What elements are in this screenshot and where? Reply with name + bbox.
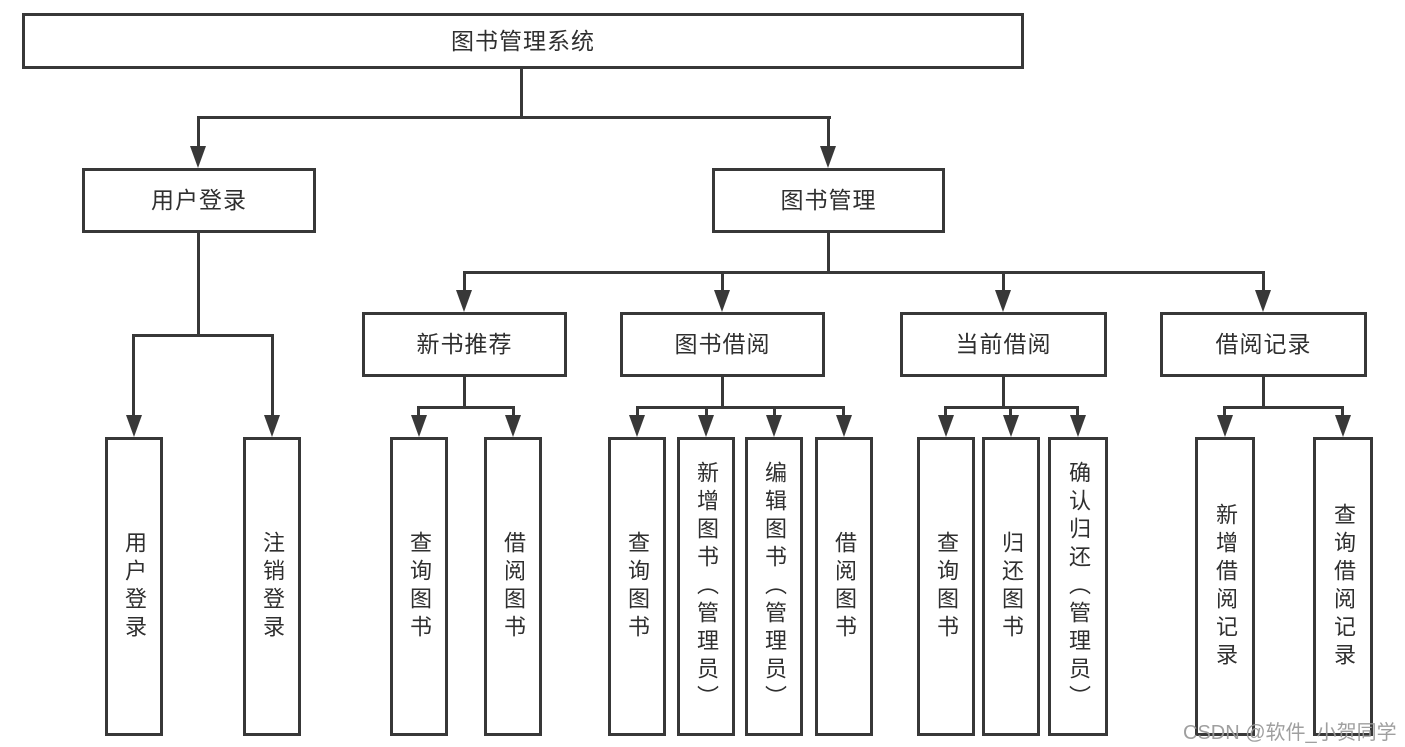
node-new-book-recommend: 新书推荐 <box>362 312 567 377</box>
connector-line <box>944 406 947 420</box>
connector-line <box>705 406 708 420</box>
leaf-confirm-return-admin: 确认归还（管理员） <box>1048 437 1108 736</box>
leaf-add-book-admin: 新增图书（管理员） <box>677 437 735 736</box>
connector-line <box>463 377 466 408</box>
leaf-edit-book-admin: 编辑图书（管理员） <box>745 437 803 736</box>
connector-line <box>636 406 845 409</box>
arrow-down-icon <box>190 146 206 168</box>
leaf-query-book-current: 查询图书 <box>917 437 975 736</box>
connector-line <box>721 377 724 408</box>
leaf-return-book: 归还图书 <box>982 437 1040 736</box>
leaf-borrow-book-recommend: 借阅图书 <box>484 437 542 736</box>
connector-line <box>721 271 724 293</box>
connector-line <box>512 406 515 420</box>
connector-line <box>842 406 845 420</box>
node-book-borrowing: 图书借阅 <box>620 312 825 377</box>
arrow-down-icon <box>1255 290 1271 312</box>
connector-line <box>827 116 830 152</box>
node-root: 图书管理系统 <box>22 13 1024 69</box>
connector-line <box>197 233 200 336</box>
leaf-borrow-book: 借阅图书 <box>815 437 873 736</box>
connector-line <box>417 406 515 409</box>
node-borrowing-records: 借阅记录 <box>1160 312 1367 377</box>
connector-line <box>132 334 274 337</box>
connector-line <box>1009 406 1012 420</box>
arrow-down-icon <box>456 290 472 312</box>
leaf-logout: 注销登录 <box>243 437 301 736</box>
connector-line <box>520 69 523 118</box>
arrow-down-icon <box>938 415 954 437</box>
arrow-down-icon <box>836 415 852 437</box>
connector-line <box>1223 406 1343 409</box>
arrow-down-icon <box>1070 415 1086 437</box>
connector-line <box>132 334 135 419</box>
connector-line <box>1002 377 1005 408</box>
arrow-down-icon <box>629 415 645 437</box>
leaf-query-borrow-record: 查询借阅记录 <box>1313 437 1373 736</box>
arrow-down-icon <box>820 146 836 168</box>
arrow-down-icon <box>505 415 521 437</box>
arrow-down-icon <box>766 415 782 437</box>
connector-line <box>463 271 466 293</box>
connector-line <box>197 116 831 119</box>
node-user-login: 用户登录 <box>82 168 316 233</box>
connector-line <box>197 116 200 152</box>
connector-line <box>773 406 776 420</box>
connector-line <box>1002 271 1005 293</box>
node-current-borrowing: 当前借阅 <box>900 312 1107 377</box>
arrow-down-icon <box>698 415 714 437</box>
connector-line <box>827 233 830 273</box>
connector-line <box>636 406 639 420</box>
node-book-management: 图书管理 <box>712 168 945 233</box>
arrow-down-icon <box>1335 415 1351 437</box>
connector-line <box>417 406 420 420</box>
leaf-add-borrow-record: 新增借阅记录 <box>1195 437 1255 736</box>
arrow-down-icon <box>126 415 142 437</box>
arrow-down-icon <box>995 290 1011 312</box>
connector-line <box>1223 406 1226 420</box>
watermark: CSDN @软件_小贺同学 <box>1183 722 1397 744</box>
connector-line <box>271 334 274 419</box>
connector-line <box>1341 406 1344 420</box>
arrow-down-icon <box>264 415 280 437</box>
arrow-down-icon <box>1217 415 1233 437</box>
connector-line <box>463 271 1265 274</box>
arrow-down-icon <box>714 290 730 312</box>
leaf-query-book-borrowing: 查询图书 <box>608 437 666 736</box>
connector-line <box>1262 377 1265 408</box>
leaf-user-login: 用户登录 <box>105 437 163 736</box>
leaf-query-book-recommend: 查询图书 <box>390 437 448 736</box>
arrow-down-icon <box>411 415 427 437</box>
connector-line <box>1262 271 1265 293</box>
arrow-down-icon <box>1003 415 1019 437</box>
connector-line <box>1076 406 1079 420</box>
